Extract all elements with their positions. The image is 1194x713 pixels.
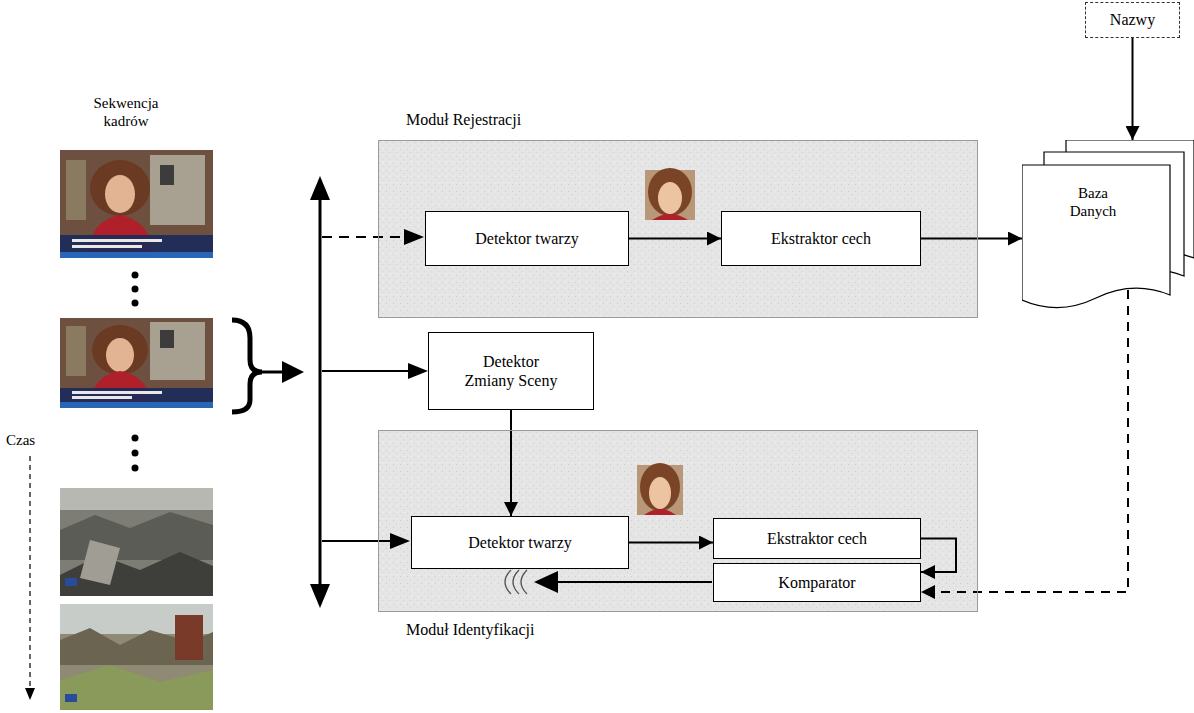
output-head bbox=[534, 571, 558, 593]
flow-arrow bbox=[921, 539, 956, 573]
process-box: Detektor twarzy bbox=[411, 516, 629, 569]
module-panel-fill bbox=[378, 140, 978, 318]
flow-arrow bbox=[921, 290, 1128, 592]
box-label: Komparator bbox=[778, 573, 855, 592]
frame-bus bbox=[319, 195, 322, 590]
box-label: Detektor Zmiany Sceny bbox=[459, 352, 563, 390]
video-frame bbox=[60, 318, 213, 408]
box-label: Detektor twarzy bbox=[475, 229, 579, 248]
axis-label: Czas bbox=[6, 431, 35, 449]
bus-tap bbox=[322, 370, 410, 372]
sequence-label: Sekwencja kadrów bbox=[78, 94, 174, 130]
database-stack: Baza Danych bbox=[1022, 140, 1194, 310]
bracket bbox=[232, 320, 262, 412]
process-box: Detektor Zmiany Sceny bbox=[428, 332, 594, 410]
flow-arrow bbox=[629, 238, 721, 240]
bus-tap-head bbox=[390, 533, 410, 549]
module-panel-fill bbox=[378, 430, 978, 612]
output-signal-symbol bbox=[505, 570, 527, 594]
module-panel: Moduł IdentyfikacjiDetektor twarzyEkstra… bbox=[378, 430, 978, 612]
flow-arrow bbox=[629, 542, 713, 544]
process-box: Detektor twarzy bbox=[425, 211, 629, 266]
video-frame bbox=[60, 604, 213, 710]
process-box: Komparator bbox=[713, 563, 921, 602]
box-label: Ekstraktor cech bbox=[771, 229, 871, 248]
database-shape bbox=[1022, 140, 1194, 310]
process-box: Ekstraktor cech bbox=[721, 211, 921, 266]
process-box: Ekstraktor cech bbox=[713, 518, 921, 559]
frame-bus-head bbox=[310, 176, 330, 200]
flow-arrow bbox=[510, 410, 512, 516]
time-axis bbox=[29, 456, 30, 690]
input-arrow-head bbox=[282, 361, 304, 383]
face-thumbnail bbox=[637, 463, 683, 515]
face-thumbnail bbox=[645, 168, 695, 220]
video-frame bbox=[60, 488, 213, 596]
bus-tap-head bbox=[404, 229, 424, 245]
module-panel: Moduł RejestracjiDetektor twarzyEkstrakt… bbox=[378, 140, 978, 318]
video-frame bbox=[60, 150, 213, 258]
input-box: Nazwy bbox=[1085, 2, 1180, 38]
flow-arrow bbox=[921, 238, 1022, 240]
time-axis-head bbox=[25, 688, 35, 700]
box-label: Nazwy bbox=[1110, 10, 1155, 29]
box-label: Ekstraktor cech bbox=[767, 529, 867, 548]
module-heading: Moduł Identyfikacji bbox=[406, 621, 534, 639]
box-label: Detektor twarzy bbox=[468, 533, 572, 552]
input-arrow bbox=[262, 371, 284, 374]
flow-arrow bbox=[1132, 38, 1134, 140]
bus-tap bbox=[322, 540, 392, 542]
box-label: Baza Danych bbox=[1058, 184, 1128, 220]
frame-bus-head bbox=[310, 584, 330, 608]
module-heading: Moduł Rejestracji bbox=[406, 111, 521, 129]
output-line bbox=[556, 581, 712, 583]
bus-tap-head bbox=[408, 363, 428, 379]
bus-tap bbox=[322, 236, 406, 238]
